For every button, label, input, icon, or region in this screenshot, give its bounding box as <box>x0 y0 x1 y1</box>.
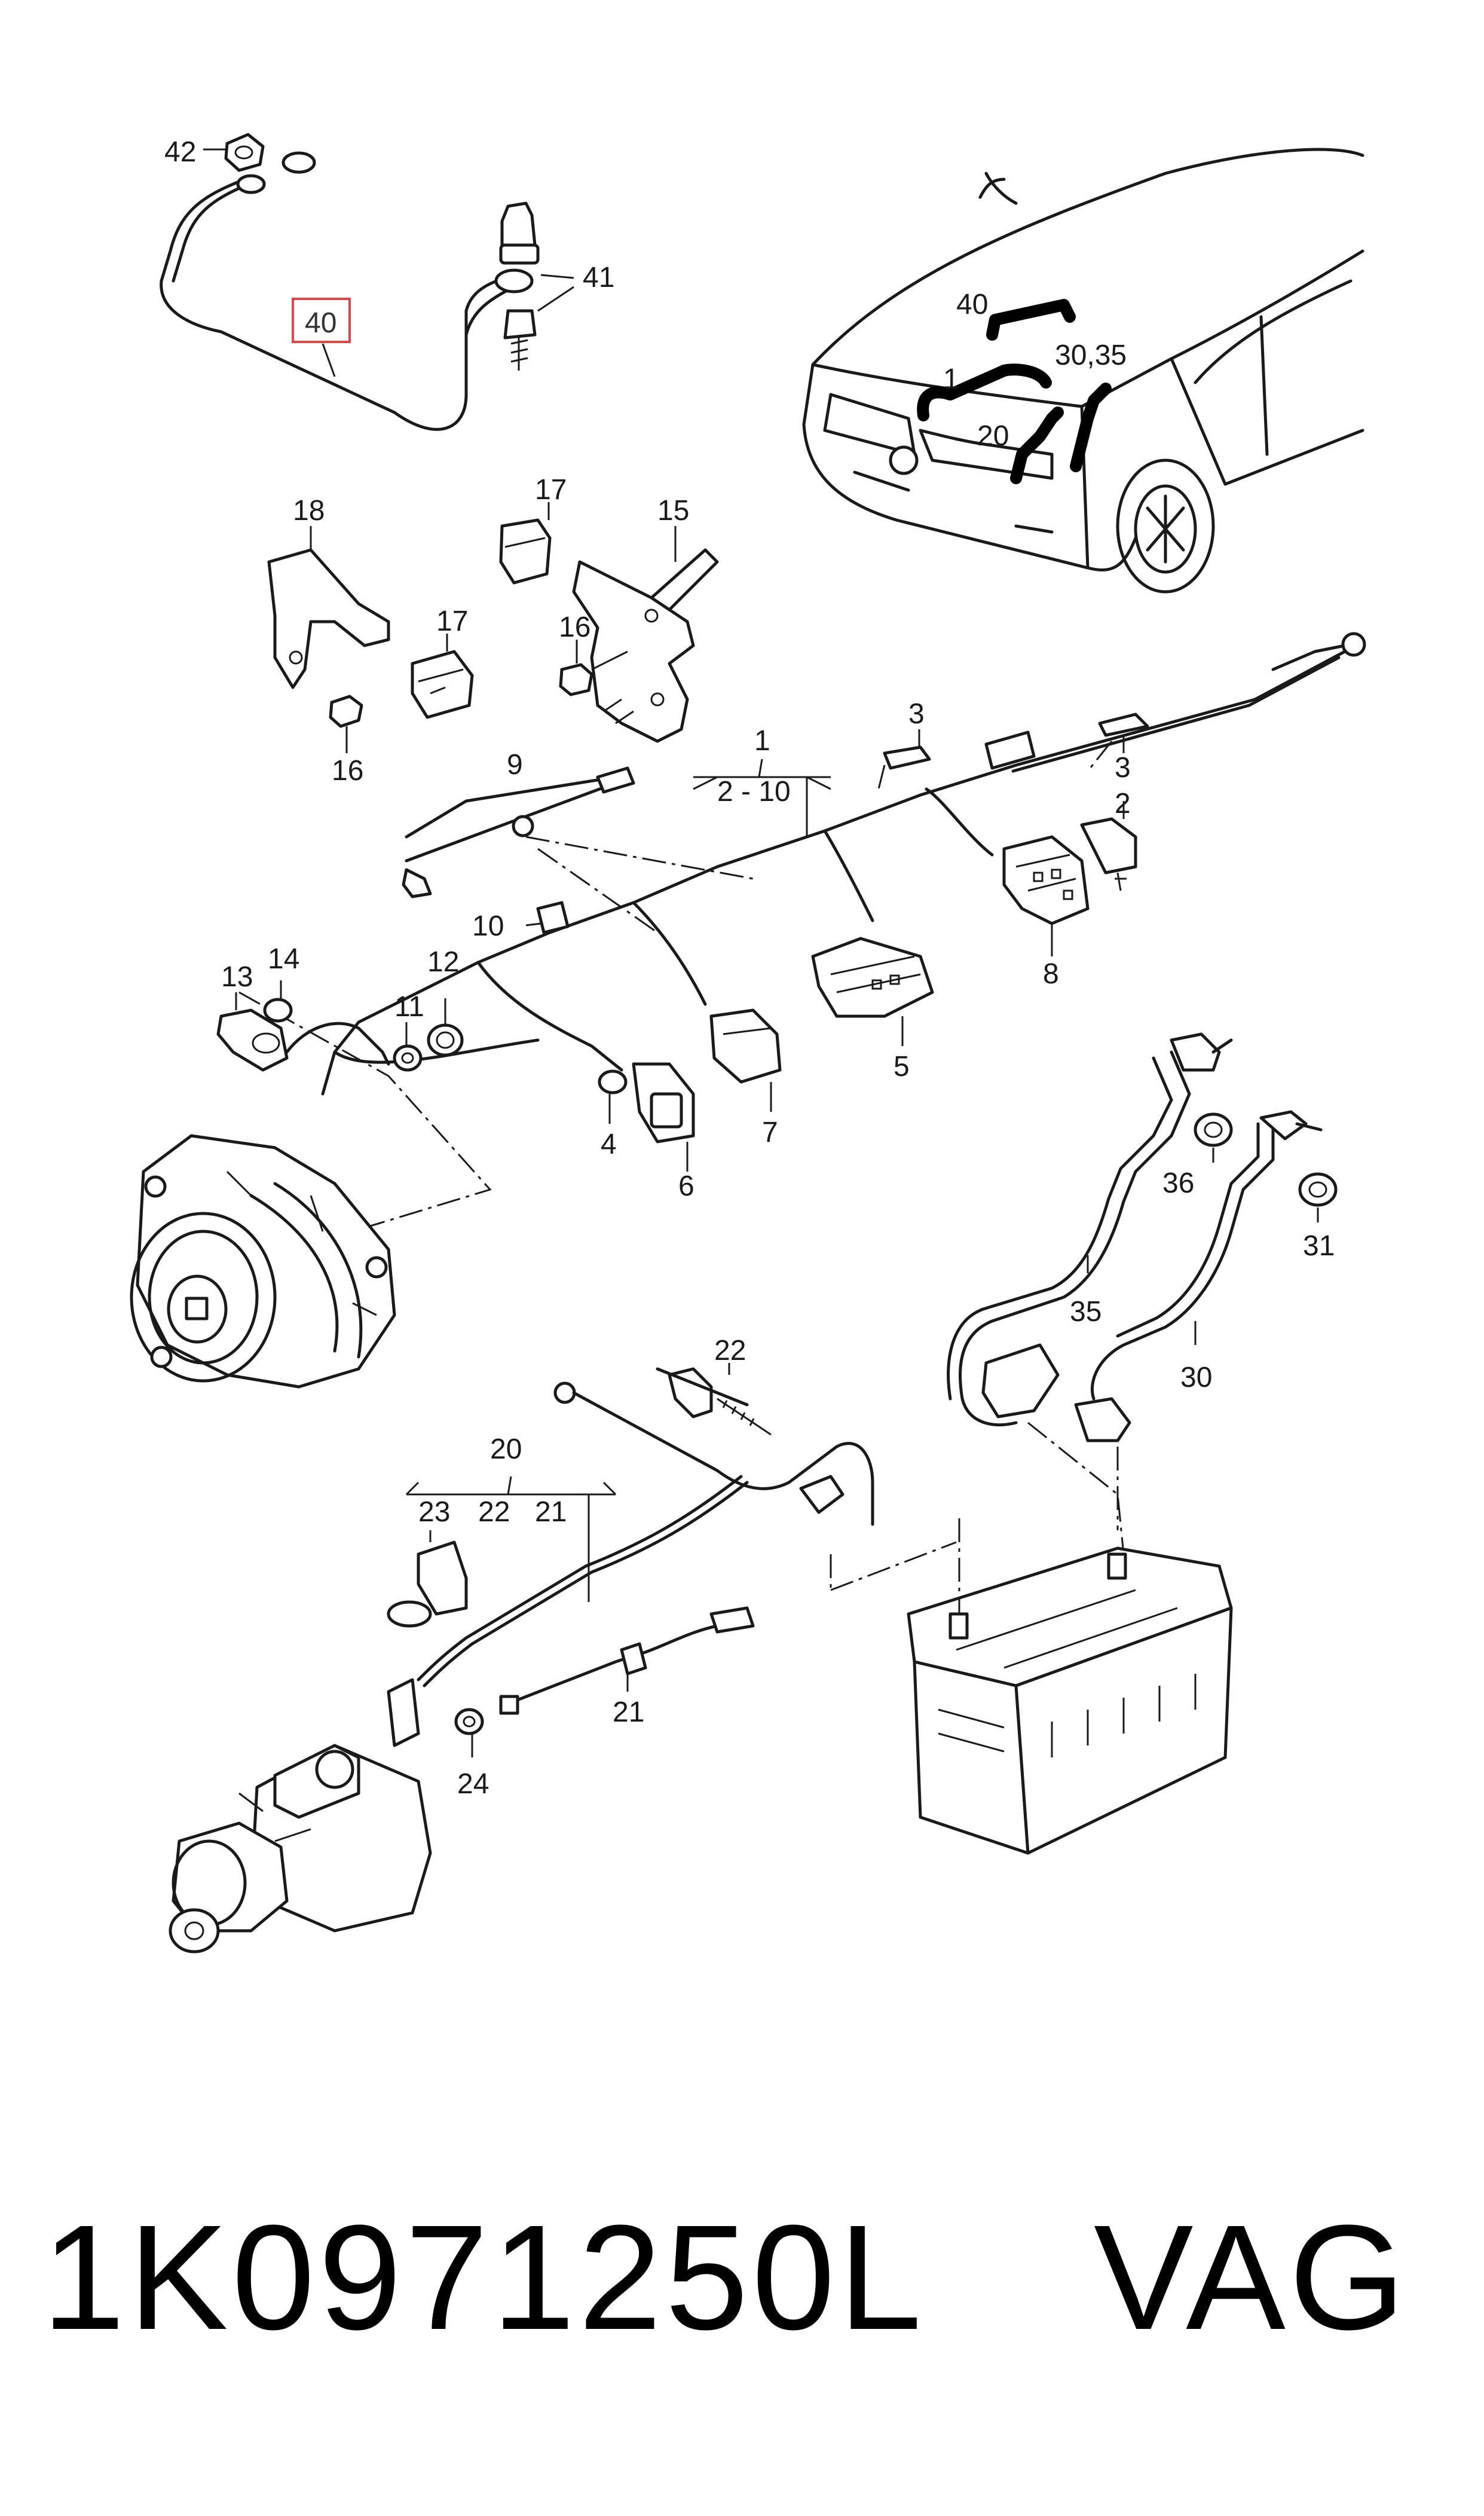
callout-22: 22 <box>714 1335 746 1366</box>
inset-label-30-35: 30,35 <box>1055 340 1127 371</box>
callout-40: 40 <box>305 307 336 339</box>
nut-16-left <box>329 695 363 753</box>
nut-16-upper <box>559 640 628 696</box>
callout-41: 41 <box>583 262 614 294</box>
cable-loop <box>285 1022 390 1066</box>
callout-31: 31 <box>1303 1230 1335 1262</box>
battery-cable-30 <box>1074 1110 1323 1442</box>
clip-17-upper <box>499 502 552 585</box>
callout-17b: 17 <box>436 606 468 637</box>
clip-10 <box>525 901 570 934</box>
inset-label-20: 20 <box>977 420 1009 452</box>
connector-8 <box>1002 835 1090 956</box>
connector-5 <box>811 937 934 1046</box>
cap-31 <box>1298 1172 1338 1222</box>
callout-21: 21 <box>613 1696 644 1728</box>
ground-strap-21 <box>499 1606 755 1715</box>
connector-7 <box>709 1008 782 1112</box>
clip-17 <box>411 634 474 719</box>
callout-15: 15 <box>657 495 689 527</box>
starter-motor <box>169 1678 432 1954</box>
callout-16b: 16 <box>332 755 363 787</box>
callout-20: 20 <box>490 1433 522 1465</box>
callout-23: 23 <box>418 1496 450 1528</box>
callout-18: 18 <box>293 495 325 527</box>
callout-9: 9 <box>507 749 523 781</box>
holder-3-left <box>883 729 931 770</box>
callout-3a: 3 <box>908 698 925 730</box>
callout-14: 14 <box>268 943 299 975</box>
callout-11: 11 <box>394 991 424 1023</box>
cap-12 <box>427 998 464 1057</box>
inset-label-40: 40 <box>956 289 988 320</box>
nut-11 <box>393 1022 423 1072</box>
alternator <box>130 1134 396 1389</box>
nut-42 <box>203 133 316 174</box>
bracket-18 <box>267 526 390 689</box>
callout-3b: 3 <box>1115 752 1131 784</box>
callout-16a: 16 <box>559 612 590 643</box>
cap-36 <box>1194 1112 1233 1163</box>
parts-diagram: 40 42 41 40 1 30,35 20 <box>130 133 1366 1954</box>
bracket-line-20 <box>405 1476 617 1602</box>
highlight-box <box>292 298 351 343</box>
callout-35: 35 <box>1070 1296 1101 1328</box>
footer: 1K0971250L VAG <box>0 2152 1484 2391</box>
callout-2: 2 <box>1115 788 1131 820</box>
callout-22b: 22 <box>478 1496 510 1528</box>
clip-2 <box>1080 801 1137 891</box>
callout-21b: 21 <box>535 1496 567 1528</box>
callout-4: 4 <box>601 1129 617 1160</box>
callout-10: 10 <box>472 910 504 942</box>
terminal-23 <box>387 1530 468 1628</box>
callout-13: 13 <box>221 961 253 993</box>
battery-cable-35 <box>947 1032 1233 1427</box>
callout-24: 24 <box>457 1768 489 1800</box>
nut-24 <box>454 1708 484 1757</box>
brand-label: VAG <box>1094 2194 1409 2361</box>
callout-30: 30 <box>1180 1362 1212 1393</box>
callout-5: 5 <box>894 1051 910 1083</box>
battery <box>907 1546 1233 1855</box>
starter-cable-20 <box>417 1363 874 1687</box>
ground-cable-40 <box>160 174 534 431</box>
bolt-41 <box>499 201 574 371</box>
callout-1: 1 <box>754 725 770 757</box>
washer-14 <box>263 980 293 1023</box>
holder-3-right <box>1098 713 1149 753</box>
bracket-15 <box>572 526 719 743</box>
callout-2-10: 2 - 10 <box>717 776 791 808</box>
callout-17a: 17 <box>535 474 567 506</box>
inset-label-1: 1 <box>943 363 959 395</box>
wiring-harness-1 <box>321 632 1366 1096</box>
callout-36: 36 <box>1162 1167 1194 1199</box>
callout-7: 7 <box>762 1117 778 1148</box>
clamp-13 <box>216 992 289 1072</box>
callout-12: 12 <box>427 946 459 978</box>
car-illustration <box>802 148 1364 594</box>
callout-6: 6 <box>678 1170 694 1202</box>
sensor-6 <box>632 1062 695 1172</box>
callout-8: 8 <box>1043 958 1059 990</box>
callout-42: 42 <box>164 136 196 168</box>
part-number: 1K0971250L <box>42 2194 926 2361</box>
connector-4 <box>598 1069 628 1124</box>
